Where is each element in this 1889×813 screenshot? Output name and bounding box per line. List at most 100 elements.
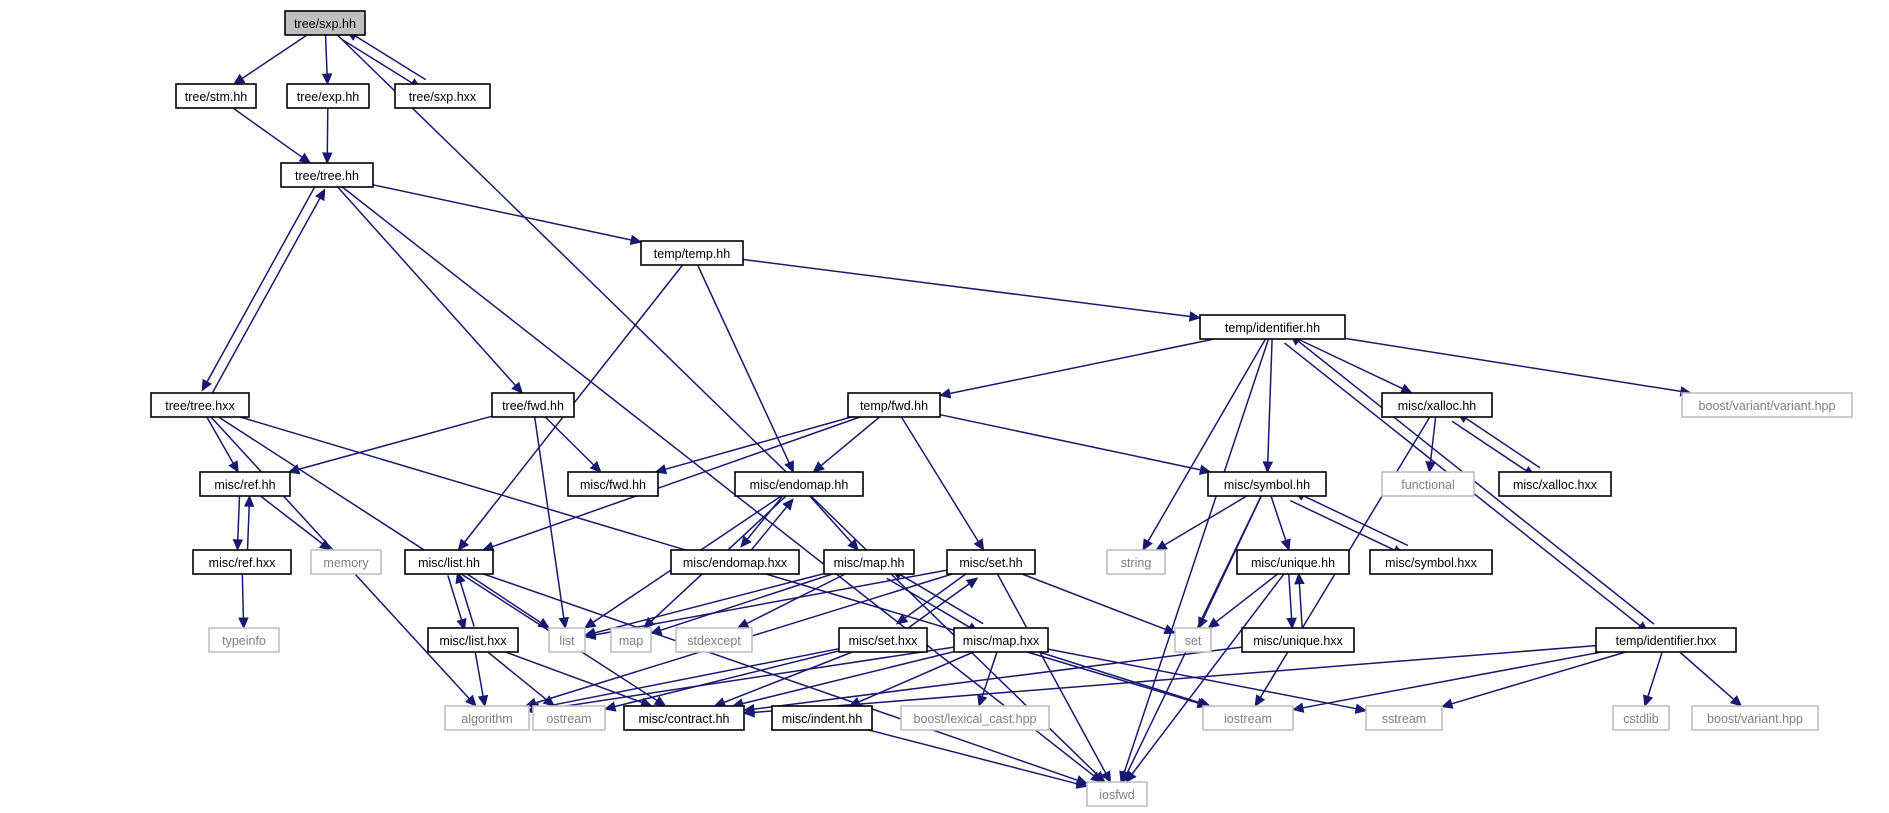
- node-box: [1174, 627, 1212, 653]
- edge-tree_tree_hxx-to-tree_tree_hh: [210, 188, 326, 396]
- node-misc-contract-hh[interactable]: misc/contract.hh: [623, 705, 745, 731]
- node-label: misc/list.hxx: [439, 634, 507, 648]
- node-tree-tree-hxx[interactable]: tree/tree.hxx: [150, 392, 250, 418]
- node-list: list: [548, 627, 586, 653]
- node-label: tree/stm.hh: [185, 90, 248, 104]
- node-box: [1199, 314, 1346, 340]
- edge-misc_ref_hh-to-memory: [260, 495, 332, 551]
- node-box: [1498, 471, 1612, 497]
- node-label: misc/fwd.hh: [580, 478, 646, 492]
- node-misc-list-hxx[interactable]: misc/list.hxx: [427, 627, 519, 653]
- node-temp-identifier-hh[interactable]: temp/identifier.hh: [1199, 314, 1346, 340]
- node-label: boost/variant/variant.hpp: [1699, 399, 1836, 413]
- node-label: misc/unique.hxx: [1253, 634, 1343, 648]
- node-misc-fwd-hh[interactable]: misc/fwd.hh: [567, 471, 659, 497]
- node-box: [1365, 705, 1443, 731]
- node-temp-identifier-hxx[interactable]: temp/identifier.hxx: [1595, 627, 1737, 653]
- node-label: misc/set.hxx: [849, 634, 919, 648]
- edge-temp_temp_hh-to-misc_endomap_hh: [696, 264, 794, 474]
- node-label: temp/temp.hh: [654, 247, 730, 261]
- node-box: [491, 392, 575, 418]
- node-stdexcept: stdexcept: [675, 627, 753, 653]
- node-label: set: [1185, 634, 1202, 648]
- node-string: string: [1106, 549, 1166, 575]
- node-box: [1106, 549, 1166, 575]
- node-tree-sxp-hxx[interactable]: tree/sxp.hxx: [394, 83, 491, 109]
- node-sstream: sstream: [1365, 705, 1443, 731]
- dependency-edges: [201, 30, 1743, 789]
- node-temp-fwd-hh[interactable]: temp/fwd.hh: [847, 392, 941, 418]
- node-misc-set-hxx[interactable]: misc/set.hxx: [838, 627, 928, 653]
- node-box: [199, 471, 291, 497]
- node-misc-list-hh[interactable]: misc/list.hh: [404, 549, 494, 575]
- edge-misc_set_hxx-to-ostream: [603, 650, 840, 712]
- node-tree-tree-hh[interactable]: tree/tree.hh: [280, 162, 374, 188]
- node-misc-endomap-hxx[interactable]: misc/endomap.hxx: [670, 549, 800, 575]
- edge-tree_sxp_hh-to-tree_sxp_hxx: [341, 38, 422, 89]
- node-label: tree/exp.hh: [297, 90, 360, 104]
- node-tree-stm-hh[interactable]: tree/stm.hh: [175, 83, 257, 109]
- node-cstdlib: cstdlib: [1612, 705, 1670, 731]
- edge-misc_xalloc_hh-to-functional: [1425, 416, 1437, 474]
- edge-tree_tree_hxx-to-misc_ref_hh: [206, 416, 239, 474]
- edge-misc_endomap_hh-to-misc_map_hh: [809, 495, 860, 551]
- edge-misc_set_hh-to-iosfwd: [996, 573, 1112, 784]
- edge-misc_symbol_hh-to-misc_symbol_hxx: [1289, 499, 1405, 556]
- node-tree-sxp-hh[interactable]: tree/sxp.hh: [284, 10, 366, 36]
- node-label: boost/lexical_cast.hpp: [914, 712, 1037, 726]
- node-box: [284, 10, 366, 36]
- node-ostream: ostream: [532, 705, 606, 731]
- node-typeinfo: typeinfo: [208, 627, 280, 653]
- node-box: [1241, 627, 1355, 653]
- node-misc-ref-hxx[interactable]: misc/ref.hxx: [192, 549, 292, 575]
- node-tree-fwd-hh[interactable]: tree/fwd.hh: [491, 392, 575, 418]
- node-temp-temp-hh[interactable]: temp/temp.hh: [640, 240, 744, 266]
- node-iostream: iostream: [1202, 705, 1294, 731]
- edge-misc_map_hxx-to-iostream: [1038, 651, 1212, 708]
- node-label: temp/identifier.hxx: [1616, 634, 1717, 648]
- node-misc-unique-hxx[interactable]: misc/unique.hxx: [1241, 627, 1355, 653]
- node-misc-symbol-hxx[interactable]: misc/symbol.hxx: [1369, 549, 1493, 575]
- edge-tree_tree_hh-to-temp_temp_hh: [372, 184, 643, 246]
- node-box: [675, 627, 753, 653]
- node-misc-unique-hh[interactable]: misc/unique.hh: [1236, 549, 1350, 575]
- node-label: misc/symbol.hxx: [1385, 556, 1477, 570]
- node-misc-ref-hh[interactable]: misc/ref.hh: [199, 471, 291, 497]
- node-box: [946, 549, 1036, 575]
- edge-misc_map_hh-to-map: [649, 573, 833, 636]
- node-misc-endomap-hh[interactable]: misc/endomap.hh: [734, 471, 864, 497]
- node-label: ostream: [546, 712, 591, 726]
- node-label: misc/map.hxx: [963, 634, 1040, 648]
- edge-misc_list_hxx-to-misc_list_hh: [455, 571, 475, 627]
- node-misc-set-hh[interactable]: misc/set.hh: [946, 549, 1036, 575]
- node-box: [1691, 705, 1819, 731]
- node-label: misc/xalloc.hh: [1398, 399, 1477, 413]
- node-label: boost/variant.hpp: [1707, 712, 1803, 726]
- edge-misc_xalloc_hh-to-misc_xalloc_hxx: [1451, 420, 1536, 477]
- node-misc-map-hxx[interactable]: misc/map.hxx: [953, 627, 1049, 653]
- edge-misc_map_hxx-to-boost_lexical_cast_hpp: [977, 651, 998, 708]
- edge-temp_identifier_hxx-to-cstdlib: [1643, 651, 1663, 708]
- edge-temp_identifier_hh-to-misc_xalloc_hh: [1297, 338, 1413, 394]
- node-label: tree/sxp.hh: [294, 17, 356, 31]
- edge-misc_endomap_hh-to-misc_endomap_hxx: [740, 492, 786, 548]
- node-misc-map-hh[interactable]: misc/map.hh: [823, 549, 915, 575]
- node-label: string: [1121, 556, 1152, 570]
- node-misc-symbol-hh[interactable]: misc/symbol.hh: [1207, 471, 1327, 497]
- node-boost-variant-variant-hpp: boost/variant/variant.hpp: [1681, 392, 1853, 418]
- node-box: [404, 549, 494, 575]
- node-tree-exp-hh[interactable]: tree/exp.hh: [286, 83, 370, 109]
- node-label: memory: [323, 556, 369, 570]
- node-boost-variant-hpp: boost/variant.hpp: [1691, 705, 1819, 731]
- edge-temp_identifier_hxx-to-sstream: [1440, 651, 1626, 709]
- node-misc-xalloc-hh[interactable]: misc/xalloc.hh: [1381, 392, 1493, 418]
- node-misc-xalloc-hxx[interactable]: misc/xalloc.hxx: [1498, 471, 1612, 497]
- edge-temp_fwd_hh-to-misc_set_hh: [900, 416, 985, 552]
- node-box: [1086, 781, 1148, 807]
- node-misc-indent-hh[interactable]: misc/indent.hh: [771, 705, 873, 731]
- edge-misc_xalloc_hxx-to-misc_xalloc_hh: [1456, 412, 1541, 469]
- edge-tree_tree_hh-to-tree_fwd_hh: [337, 186, 524, 394]
- edge-temp_identifier_hxx-to-boost_variant_hpp: [1679, 651, 1743, 707]
- edge-misc_list_hxx-to-misc_contract_hh: [505, 651, 653, 708]
- node-box: [427, 627, 519, 653]
